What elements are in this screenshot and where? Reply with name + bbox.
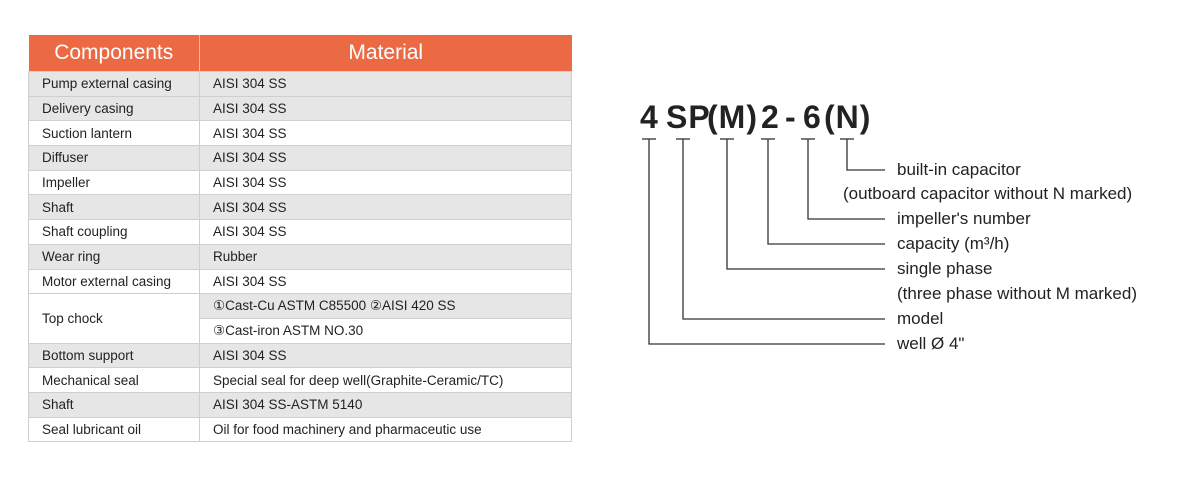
table-row: Impeller AISI 304 SS (28, 169, 572, 196)
component-cell: Top chock (28, 293, 200, 344)
component-cell: Motor external casing (28, 268, 200, 295)
table-row: Shaft AISI 304 SS-ASTM 5140 (28, 391, 572, 418)
code-part-well: 4 (640, 99, 659, 135)
header-components: Components (28, 35, 200, 72)
table-row: Diffuser AISI 304 SS (28, 145, 572, 171)
table-row: Wear ring Rubber (28, 243, 572, 270)
connector-well (648, 139, 885, 345)
component-cell: Bottom support (28, 342, 200, 369)
connector-capacitor (846, 139, 885, 171)
desc-well: well Ø 4" (897, 334, 965, 353)
desc-capacity: capacity (m³/h) (897, 234, 1010, 253)
table-row: ③Cast-iron ASTM NO.30 (29, 317, 572, 344)
component-cell: Impeller (28, 169, 200, 196)
code-part-impeller: 6 (803, 99, 822, 135)
code-part-model: SP (666, 99, 711, 135)
component-cell: Mechanical seal (28, 367, 200, 393)
component-cell: Pump external casing (28, 71, 200, 97)
code-part-capacitor: (N) (824, 99, 872, 135)
component-cell: Seal lubricant oil (28, 416, 200, 443)
material-cell: AISI 304 SS (199, 71, 572, 97)
components-material-table: Components Material Pump external casing… (28, 35, 572, 443)
table-row: Pump external casing AISI 304 SS (28, 71, 572, 97)
material-cell: Oil for food machinery and pharmaceutic … (199, 416, 572, 443)
code-part-capacity: 2 (761, 99, 780, 135)
code-part-dash: - (785, 99, 797, 135)
material-cell: AISI 304 SS (199, 169, 572, 196)
material-cell: AISI 304 SS (199, 95, 572, 122)
desc-impeller: impeller's number (897, 209, 1031, 228)
material-cell: AISI 304 SS (199, 268, 572, 295)
desc-capacitor-note: (outboard capacitor without N marked) (843, 184, 1133, 203)
material-cell: ③Cast-iron ASTM NO.30 (199, 317, 572, 344)
material-cell: AISI 304 SS (199, 145, 572, 171)
connector-model (682, 139, 885, 320)
connector-phase (726, 139, 885, 270)
table-row: Top chock ①Cast-Cu ASTM C85500 ②AISI 420… (28, 293, 572, 344)
connector-impeller (807, 139, 885, 220)
table-row: Shaft coupling AISI 304 SS (28, 219, 572, 245)
header-material: Material (199, 35, 572, 72)
component-cell: Shaft (28, 194, 200, 221)
material-cell: AISI 304 SS-ASTM 5140 (199, 391, 572, 418)
desc-phase: single phase (897, 259, 993, 278)
desc-phase-note: (three phase without M marked) (897, 284, 1137, 303)
table-row: Suction lantern AISI 304 SS (28, 120, 572, 147)
table-row: Delivery casing AISI 304 SS (28, 95, 572, 122)
table-row: Motor external casing AISI 304 SS (28, 268, 572, 295)
connector-capacity (767, 139, 885, 245)
material-cell: AISI 304 SS (199, 194, 572, 221)
desc-model: model (897, 309, 944, 328)
desc-capacitor: built-in capacitor (897, 160, 1021, 179)
component-cell: Wear ring (28, 243, 200, 270)
component-cell: Shaft (28, 391, 200, 418)
material-cell: Rubber (199, 243, 572, 270)
component-cell: Diffuser (28, 145, 200, 171)
component-cell: Delivery casing (28, 95, 200, 122)
code-part-phase: (M) (707, 99, 758, 135)
table-row: Shaft AISI 304 SS (28, 194, 572, 221)
material-cell: ①Cast-Cu ASTM C85500 ②AISI 420 SS (199, 293, 572, 319)
table-header-row: Components Material (28, 35, 572, 72)
table-row: Seal lubricant oil Oil for food machiner… (28, 416, 572, 443)
material-cell: AISI 304 SS (199, 219, 572, 245)
